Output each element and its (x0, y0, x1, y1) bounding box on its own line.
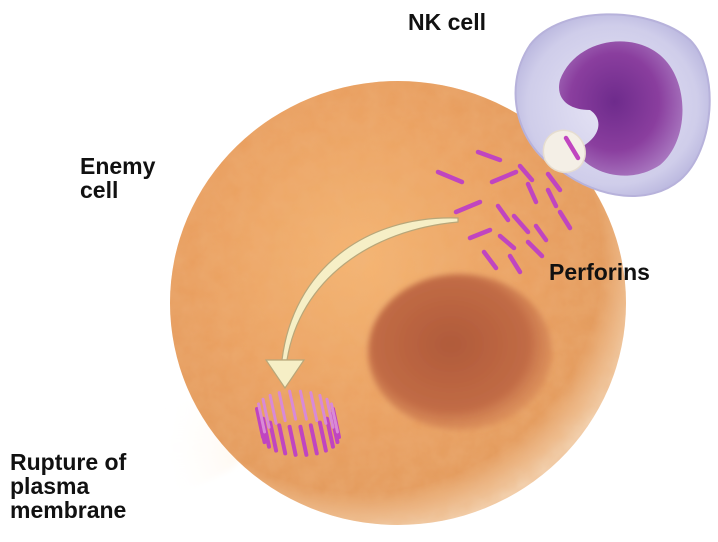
pore-rod (277, 391, 287, 423)
pore-rod (257, 402, 267, 434)
enemy-cell-label: Enemy cell (80, 154, 155, 202)
perforin-rod (475, 149, 503, 163)
pore-rod (329, 402, 339, 434)
perforin-rod (517, 163, 535, 183)
rupture-label-line2: plasma (10, 473, 90, 499)
pore-rod (308, 423, 319, 456)
nk-cell (514, 13, 711, 197)
perforin-rod (511, 213, 531, 235)
arrow (264, 217, 459, 390)
perforin-rod (495, 203, 511, 223)
arrow-head (264, 359, 306, 390)
rupture-label: Rupture of plasma membrane (10, 450, 126, 522)
pore-rod (255, 407, 265, 439)
perforin-rod (481, 249, 499, 271)
perforin-rod (545, 171, 563, 193)
perforin-rod (497, 233, 517, 251)
enemy-cell-nucleus (368, 274, 552, 430)
nk-cell-label: NK cell (408, 9, 486, 35)
perforin-rod (563, 135, 581, 161)
pore-rod (324, 416, 335, 449)
rupture-label-line1: Rupture of (10, 449, 127, 475)
perforin-rod (533, 223, 549, 243)
perforins-label: Perforins (549, 259, 650, 285)
perforin-group (435, 135, 581, 275)
pore-rod (298, 389, 308, 421)
pore-rod (317, 420, 328, 453)
perforin-rod (545, 187, 559, 209)
pore-rod (309, 391, 319, 423)
perforin-rod (467, 227, 493, 241)
perforin-rod (525, 239, 545, 259)
perforin-rod (507, 253, 523, 275)
enemy-cell-label-line1: Enemy (80, 153, 156, 179)
enemy-cell-label-line2: cell (80, 177, 119, 203)
pore-rod (268, 393, 278, 425)
pore-rod (298, 424, 309, 457)
perforin-rod (489, 169, 519, 185)
rupture-label-line3: membrane (10, 497, 127, 523)
pore-rod (325, 397, 335, 429)
nk-cell-nucleus (559, 41, 683, 176)
perforin-rod (557, 209, 573, 231)
perforin-pore (255, 389, 341, 457)
perforin-rod (453, 199, 483, 215)
perforin-rod (435, 169, 465, 185)
perforin-rod (525, 181, 539, 205)
pore-rod (318, 393, 328, 425)
pore-rod (268, 420, 279, 453)
pore-rod (261, 397, 271, 429)
nk-granule-pocket (542, 129, 586, 173)
pore-rod (277, 423, 288, 456)
pore-rod (288, 389, 298, 421)
pore-rod (287, 424, 298, 457)
